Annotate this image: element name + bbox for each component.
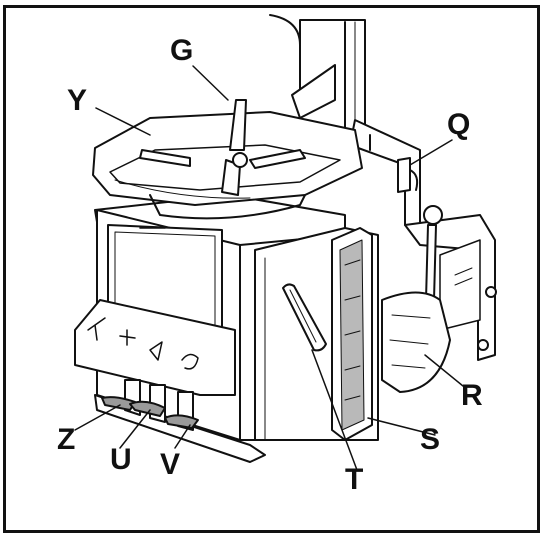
callout-q: Q [447, 108, 471, 141]
bead-breaker-lever [423, 205, 443, 301]
base-pedals [94, 379, 266, 463]
callout-s: S [420, 423, 441, 456]
callout-t: T [345, 463, 364, 496]
tower-column [269, 14, 366, 131]
turntable [92, 99, 363, 220]
pedal-z [101, 396, 136, 411]
jaw-left [139, 149, 191, 167]
callout-r: R [461, 379, 483, 412]
callout-z: Z [57, 423, 76, 456]
control-panel [74, 299, 236, 396]
bead-breaker-pad [381, 291, 451, 393]
leader-lines [74, 65, 464, 471]
jaw-right [249, 149, 306, 169]
callout-g: G [170, 34, 194, 67]
callout-u: U [110, 443, 132, 476]
tool-rest-panel [331, 227, 373, 441]
callout-y: Y [67, 84, 88, 117]
tyre-lever [282, 283, 327, 352]
pedal-u [129, 400, 166, 417]
callout-v: V [160, 448, 181, 481]
jaw-top [229, 99, 247, 151]
inflation-valve [397, 157, 419, 193]
bead-breaker-frame [404, 214, 497, 361]
